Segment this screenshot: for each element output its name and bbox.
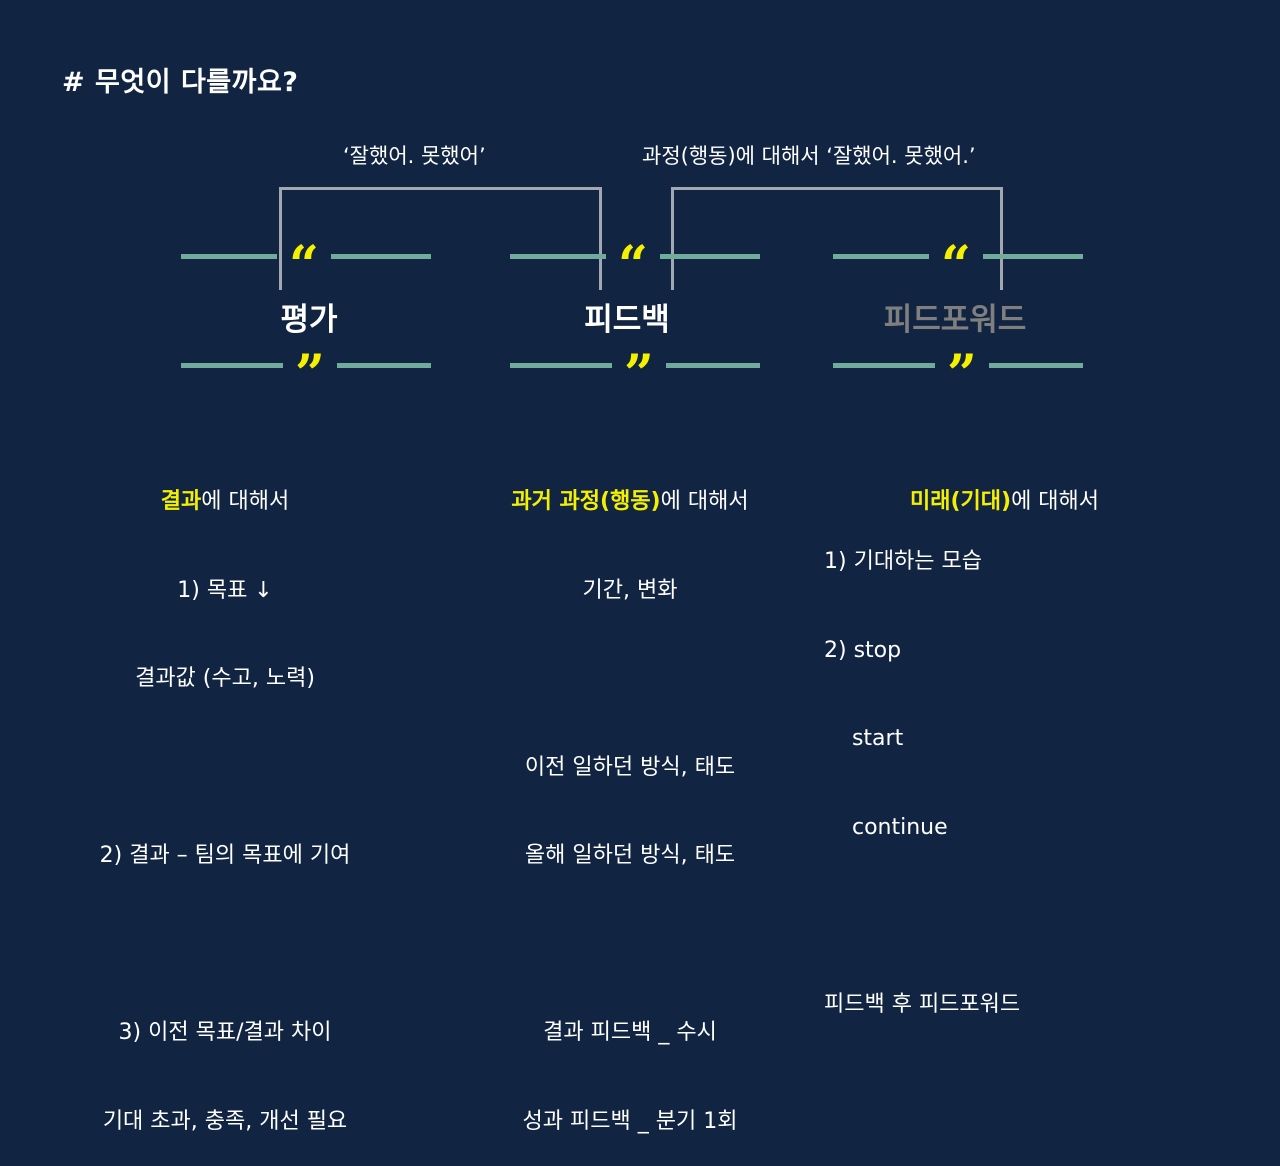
feedback-description: 과거 과정(행동)에 대해서 기간, 변화 이전 일하던 방식, 태도 올해 일… bbox=[455, 428, 805, 1166]
text-line: 2) 결과 – 팀의 목표에 기여 bbox=[99, 843, 351, 868]
divider-line bbox=[331, 254, 431, 259]
feedback-highlight: 과거 과정(행동) bbox=[511, 489, 661, 514]
divider-line bbox=[510, 363, 612, 368]
close-quote-icon: ” bbox=[947, 344, 977, 405]
feedforward-description: 1) 기대하는 모습 2) stop start continue 피드백 후 … bbox=[824, 488, 1144, 1049]
open-quote-icon: “ bbox=[618, 235, 648, 296]
text-line: 결과값 (수고, 노력) bbox=[135, 666, 315, 691]
open-quote-icon: “ bbox=[289, 235, 319, 296]
feedforward-highlight: 미래(기대) bbox=[910, 489, 1012, 514]
text-line: 성과 피드백 _ 분기 1회 bbox=[522, 1108, 738, 1134]
text-line: start bbox=[824, 726, 904, 751]
evaluation-heading: 결과에 대해서 bbox=[160, 489, 290, 514]
text-line: continue bbox=[824, 814, 948, 840]
slide-title: # 무엇이 다를까요? bbox=[62, 67, 299, 98]
label-feedforward: 피드포워드 bbox=[883, 302, 1027, 338]
text-line: 1) 기대하는 모습 bbox=[824, 549, 983, 574]
text-line: 결과 피드백 _ 수시 bbox=[543, 1020, 717, 1045]
text-line: 기대 초과, 충족, 개선 필요 bbox=[102, 1108, 348, 1134]
feedback-heading: 과거 과정(행동)에 대해서 bbox=[511, 489, 749, 514]
text-line bbox=[455, 664, 805, 694]
bracket-caption-feedback-feedforward: 과정(행동)에 대해서 ‘잘했어. 못했어.’ bbox=[642, 144, 976, 168]
label-feedback: 피드백 bbox=[584, 302, 670, 338]
text-line: 1) 목표 ↓ bbox=[177, 577, 273, 603]
divider-line bbox=[666, 363, 760, 368]
feedforward-heading-wrap: 미래(기대)에 대해서 bbox=[910, 428, 1170, 546]
text-line: 올해 일하던 방식, 태도 bbox=[524, 843, 736, 868]
close-quote-icon: ” bbox=[624, 344, 654, 405]
text-line: 기간, 변화 bbox=[582, 577, 678, 603]
text-line: 2) stop bbox=[824, 637, 902, 663]
bracket-evaluation-feedback bbox=[279, 187, 602, 290]
open-quote-icon: “ bbox=[941, 235, 971, 296]
text-line: 이전 일하던 방식, 태도 bbox=[524, 754, 736, 780]
divider-line bbox=[833, 254, 929, 259]
bracket-caption-evaluation-feedback: ‘잘했어. 못했어’ bbox=[343, 144, 486, 168]
divider-line bbox=[833, 363, 935, 368]
divider-line bbox=[181, 363, 283, 368]
text-line: 피드백 후 피드포워드 bbox=[824, 991, 1021, 1017]
label-evaluation: 평가 bbox=[280, 302, 338, 338]
divider-line bbox=[983, 254, 1083, 259]
text-line bbox=[60, 930, 390, 960]
divider-line bbox=[510, 254, 606, 259]
divider-line bbox=[337, 363, 431, 368]
evaluation-highlight: 결과 bbox=[160, 489, 202, 514]
text-line: 3) 이전 목표/결과 차이 bbox=[118, 1020, 332, 1045]
close-quote-icon: ” bbox=[295, 344, 325, 405]
divider-line bbox=[660, 254, 760, 259]
text-line bbox=[60, 753, 390, 783]
bracket-feedback-feedforward bbox=[671, 187, 1003, 290]
divider-line bbox=[989, 363, 1083, 368]
feedforward-heading: 미래(기대)에 대해서 bbox=[910, 489, 1100, 514]
text-line bbox=[824, 901, 1144, 931]
evaluation-description: 결과에 대해서 1) 목표 ↓ 결과값 (수고, 노력) 2) 결과 – 팀의 … bbox=[60, 428, 390, 1166]
text-line bbox=[455, 930, 805, 960]
divider-line bbox=[181, 254, 277, 259]
